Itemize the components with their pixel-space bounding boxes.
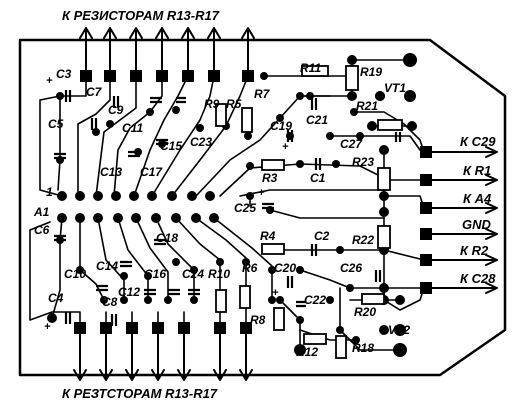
label-c8: C8 [102,295,118,309]
label-r6: R6 [242,261,258,275]
label-r7: R7 [254,87,271,101]
top-caption: К РЕЗИСТОРАМ R13-R17 [62,8,220,23]
label-c24: C24 [182,267,204,281]
plus-mark: + [272,287,279,299]
label-c15: C15 [160,139,182,153]
label-c25: C25 [234,201,256,215]
plus-mark: + [46,75,53,87]
label-c23: C23 [190,135,212,149]
label-r3: R3 [262,171,278,185]
label-c2: C2 [314,229,330,243]
label-r12: R12 [296,345,318,359]
plus-mark: + [282,141,289,153]
label-c12: C12 [118,285,140,299]
label-r5: R5 [226,97,242,111]
label-pin1: 1 [46,185,53,199]
polarity-marks: + + + + + [44,75,289,333]
square-pads [74,70,432,334]
top-arrows [79,27,255,73]
capacitors [54,90,402,326]
label-r8: R8 [250,313,266,327]
label-r20: R20 [354,305,376,319]
label-c17: C17 [140,165,163,179]
label-c26: C26 [340,261,362,275]
label-c20: C20 [274,261,296,275]
label-c5: C5 [48,117,64,131]
resistors [215,65,403,359]
label-r4: R4 [260,229,276,243]
label-c7: C7 [86,85,103,99]
label-c4: C4 [48,291,64,305]
label-a1: A1 [33,205,50,219]
label-to-c28: К С28 [460,271,496,286]
label-to-r2: К R2 [460,243,489,258]
label-c13: C13 [100,165,122,179]
label-r9: R9 [204,97,220,111]
label-c14: C14 [96,259,118,273]
label-r23: R23 [352,155,374,169]
label-c9: C9 [108,103,124,117]
ic-pins [57,191,219,223]
label-to-r1: К R1 [463,163,491,178]
label-r11: R11 [300,61,321,75]
label-gnd: GND [462,217,492,232]
label-c18: C18 [156,231,178,245]
label-r18: R18 [352,341,374,355]
label-c21: C21 [306,113,328,127]
label-r19: R19 [360,65,382,79]
label-vt2: VT2 [388,323,410,337]
label-c19: C19 [270,119,292,133]
plus-mark: + [258,187,265,199]
label-c6: C6 [34,223,50,237]
label-vt1: VT1 [384,81,406,95]
label-c1: C1 [310,171,326,185]
label-c22: C22 [304,293,326,307]
right-arrows [429,146,498,294]
bottom-arrows [73,329,253,381]
transistors [375,90,416,336]
component-labels: C3 C7 C9 C5 C11 R9 R5 R7 R11 R19 VT1 R21… [33,61,410,359]
label-c16: C16 [144,267,166,281]
label-to-a4: К А4 [463,191,492,206]
label-r21: R21 [356,99,378,113]
label-c27: C27 [340,137,363,151]
label-c3: C3 [56,67,72,81]
label-c10: C10 [64,267,86,281]
board-outline [18,38,507,377]
label-c11: C11 [122,121,143,135]
bottom-caption: К РЕЗТСТОРАМ R13-R17 [62,386,218,401]
plus-mark: + [44,321,51,333]
label-r22: R22 [352,233,374,247]
label-to-c29: К С29 [460,134,496,149]
label-r10: R10 [208,267,230,281]
